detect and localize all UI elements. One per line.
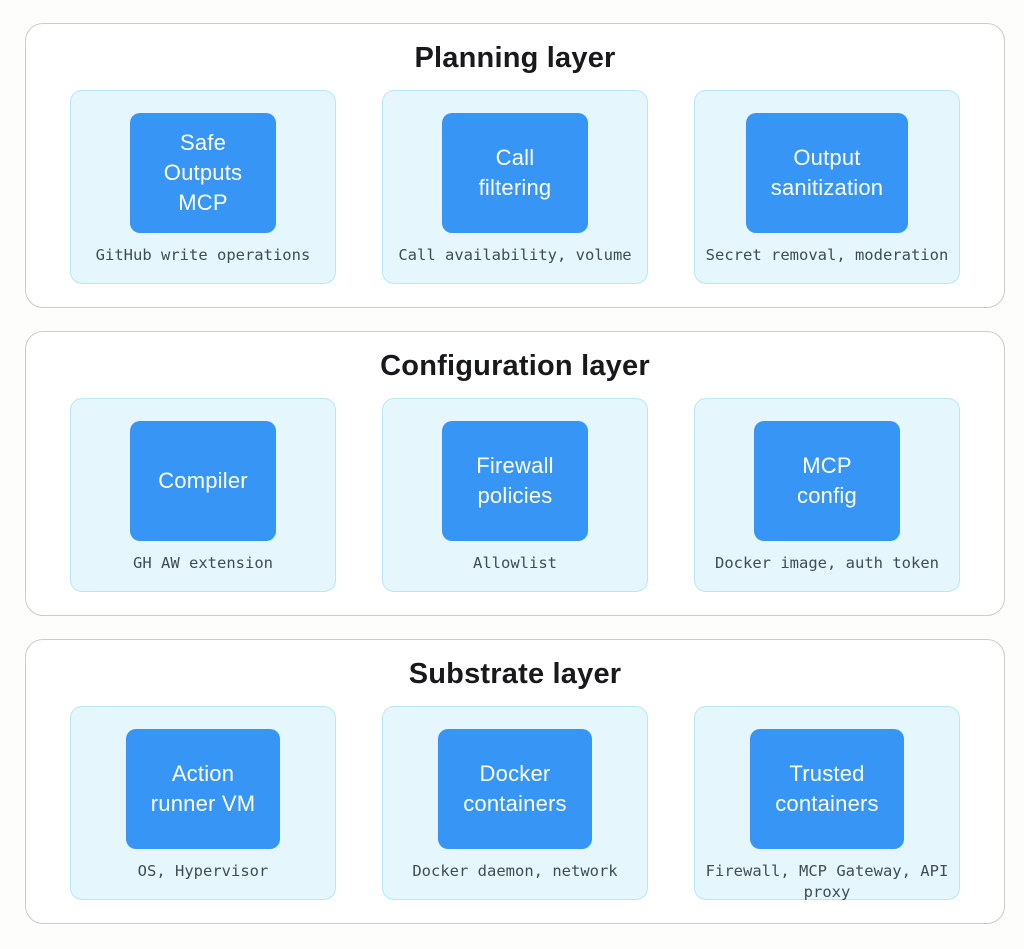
component-box-mcp-config: MCP config [754, 421, 900, 542]
layer-panel-configuration: Configuration layer Compiler GH AW exten… [25, 331, 1005, 616]
card-trusted-containers: Trusted containers Firewall, MCP Gateway… [694, 706, 960, 902]
card-firewall-policies: Firewall policies Allowlist [382, 398, 648, 593]
component-box-docker-containers: Docker containers [438, 729, 592, 850]
card-docker-containers: Docker containers Docker daemon, network [382, 706, 648, 901]
component-box-output-sanitization: Output sanitization [745, 113, 909, 234]
component-caption-output-sanitization: Secret removal, moderation [705, 246, 949, 265]
component-box-compiler: Compiler [130, 421, 276, 542]
component-caption-compiler: GH AW extension [133, 554, 273, 573]
card-output-sanitization: Output sanitization Secret removal, mode… [694, 90, 960, 285]
component-box-firewall-policies: Firewall policies [442, 421, 588, 542]
card-compiler: Compiler GH AW extension [70, 398, 336, 593]
component-caption-call-filtering: Call availability, volume [398, 246, 632, 265]
cards-row-planning: Safe Outputs MCP GitHub write operations… [70, 90, 960, 285]
component-caption-safe-outputs-mcp: GitHub write operations [95, 246, 311, 265]
component-box-action-runner-vm: Action runner VM [125, 729, 281, 850]
component-caption-trusted-containers: Firewall, MCP Gateway, API proxy [705, 862, 949, 902]
card-mcp-config: MCP config Docker image, auth token [694, 398, 960, 593]
component-box-safe-outputs-mcp: Safe Outputs MCP [130, 113, 276, 234]
layer-title-configuration: Configuration layer [380, 350, 650, 382]
layer-title-planning: Planning layer [414, 42, 616, 74]
component-caption-firewall-policies: Allowlist [473, 554, 557, 573]
cards-row-configuration: Compiler GH AW extension Firewall polici… [70, 398, 960, 593]
layer-panel-planning: Planning layer Safe Outputs MCP GitHub w… [25, 23, 1005, 308]
cards-row-substrate: Action runner VM OS, Hypervisor Docker c… [70, 706, 960, 902]
component-box-trusted-containers: Trusted containers [750, 729, 904, 850]
card-safe-outputs-mcp: Safe Outputs MCP GitHub write operations [70, 90, 336, 285]
component-caption-docker-containers: Docker daemon, network [412, 862, 618, 881]
component-caption-mcp-config: Docker image, auth token [715, 554, 939, 573]
layer-title-substrate: Substrate layer [408, 658, 622, 690]
component-caption-action-runner-vm: OS, Hypervisor [137, 862, 269, 881]
card-action-runner-vm: Action runner VM OS, Hypervisor [70, 706, 336, 901]
card-call-filtering: Call filtering Call availability, volume [382, 90, 648, 285]
component-box-call-filtering: Call filtering [442, 113, 588, 234]
layer-panel-substrate: Substrate layer Action runner VM OS, Hyp… [25, 639, 1005, 924]
